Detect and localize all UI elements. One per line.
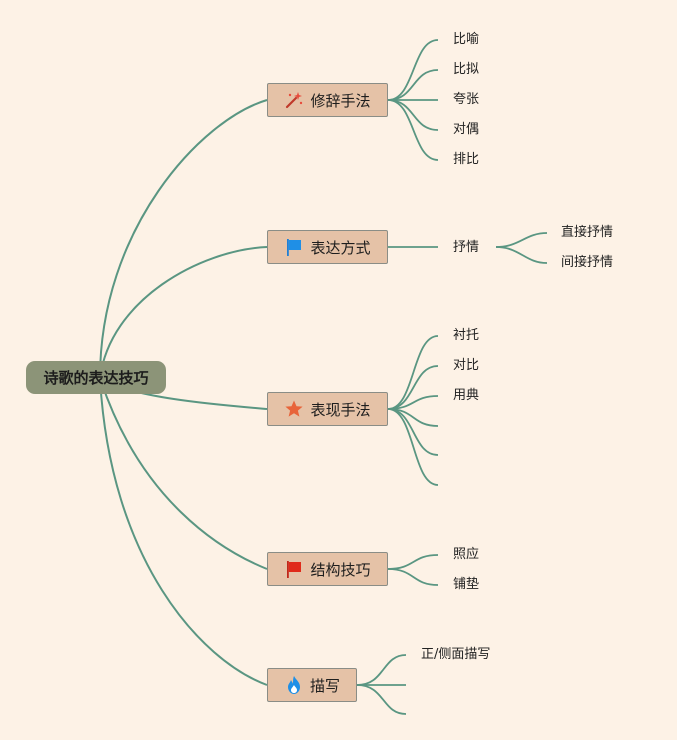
subtopic-lyric[interactable]: 抒情 — [453, 240, 480, 255]
orange-star-icon — [284, 399, 304, 419]
blue-flag-icon — [284, 237, 304, 257]
branch-label: 修辞手法 — [310, 91, 371, 110]
leaf-topic[interactable]: 间接抒情 — [561, 255, 614, 270]
branch-description[interactable]: 描写 — [267, 668, 357, 702]
root-topic[interactable]: 诗歌的表达技巧 — [26, 361, 166, 394]
branch-technique[interactable]: 表现手法 — [267, 392, 388, 426]
branch-expression[interactable]: 表达方式 — [267, 230, 388, 264]
leaf-topic[interactable]: 排比 — [453, 152, 480, 167]
leaf-topic[interactable]: 比拟 — [453, 62, 480, 77]
branch-label: 表现手法 — [310, 400, 371, 419]
branch-rhetoric[interactable]: 修辞手法 — [267, 83, 388, 117]
magic-wand-icon — [284, 90, 304, 110]
leaf-topic[interactable]: 照应 — [453, 547, 480, 562]
branch-structure[interactable]: 结构技巧 — [267, 552, 388, 586]
red-flag-icon — [284, 559, 304, 579]
root-topic-label: 诗歌的表达技巧 — [43, 369, 149, 387]
leaf-topic[interactable]: 铺垫 — [453, 577, 480, 592]
fire-icon — [284, 675, 304, 695]
leaf-topic[interactable]: 比喻 — [453, 32, 480, 47]
branch-label: 表达方式 — [310, 238, 371, 257]
branch-label: 描写 — [309, 676, 340, 695]
leaf-topic[interactable]: 对比 — [453, 358, 480, 373]
branch-label: 结构技巧 — [310, 560, 371, 579]
leaf-topic[interactable]: 夸张 — [453, 92, 480, 107]
leaf-topic[interactable]: 对偶 — [453, 122, 480, 137]
leaf-topic[interactable]: 用典 — [453, 388, 480, 403]
leaf-topic[interactable]: 直接抒情 — [561, 225, 614, 240]
leaf-topic[interactable]: 衬托 — [453, 328, 480, 343]
leaf-topic[interactable]: 正/侧面描写 — [421, 647, 491, 662]
